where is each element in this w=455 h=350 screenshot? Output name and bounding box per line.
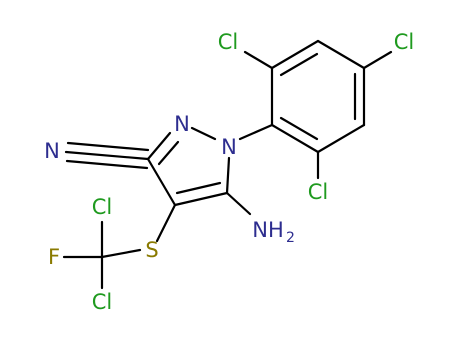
atom-cl-ortho-top: Cl <box>218 30 239 54</box>
atom-cl-cf-top: Cl <box>92 195 113 219</box>
bond-c6-c1-inner <box>279 116 319 141</box>
amino-group: NH 2 <box>252 218 295 246</box>
bond-c4-s <box>155 203 177 243</box>
atom-n-pyrazole-1: N <box>221 135 237 159</box>
benzene-ring <box>270 39 366 154</box>
bond-c4-c5-inner <box>175 181 222 195</box>
bond-c4-c5 <box>173 191 229 207</box>
bond-c6-c1 <box>270 123 320 154</box>
atom-fluorine: F <box>48 245 60 269</box>
nitrile-triple-bond <box>64 141 150 170</box>
bond-c3-c4 <box>146 157 177 207</box>
bond-c4-cl <box>362 50 393 70</box>
atom-cl-cf-bottom: Cl <box>92 290 113 314</box>
atom-cl-ortho-bottom: Cl <box>308 180 329 204</box>
bond-n2-c3 <box>146 131 172 161</box>
bond-c5-c6 <box>316 123 366 154</box>
atom-sulfur: S <box>145 238 158 262</box>
bond-c3-c4 <box>316 39 366 70</box>
bond-c5-n1 <box>225 156 231 195</box>
atom-n-pyrazole-2: N <box>174 112 190 136</box>
bond-s-c <box>100 248 142 259</box>
atom-cl-para: Cl <box>394 30 415 54</box>
bond-n1-n2 <box>190 126 217 141</box>
bond-c2-cl <box>243 50 274 70</box>
pyrazole-ring <box>146 126 231 207</box>
atom-nh: NH <box>252 218 284 242</box>
bond-c1-n1 <box>238 123 274 141</box>
bond-c2-c3-inner <box>279 52 319 77</box>
bond-c2-c3 <box>270 39 320 70</box>
atom-nh-subscript: 2 <box>286 230 295 246</box>
bond-n2-c3-inner <box>157 140 180 166</box>
bond-c5-nh2 <box>225 191 252 216</box>
atom-n-nitrile: N <box>44 139 60 163</box>
